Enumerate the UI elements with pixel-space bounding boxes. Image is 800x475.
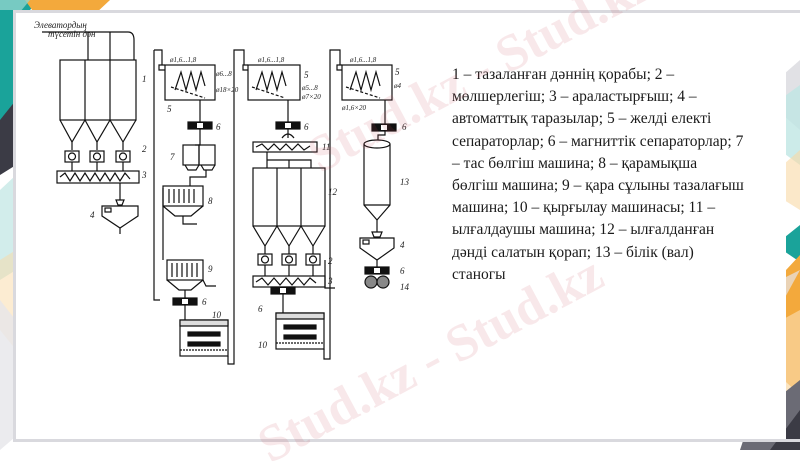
clean-grain-bins-1 — [59, 59, 137, 150]
svg-text:ø5...8: ø5...8 — [301, 84, 318, 92]
svg-text:ø1,6...1,8: ø1,6...1,8 — [169, 56, 197, 64]
svg-text:14: 14 — [400, 282, 410, 292]
svg-text:6: 6 — [202, 297, 207, 307]
svg-text:1: 1 — [142, 74, 147, 84]
svg-text:3: 3 — [327, 276, 333, 286]
svg-text:2: 2 — [328, 256, 333, 266]
svg-text:11: 11 — [322, 142, 330, 152]
svg-text:ø1,6...1,8: ø1,6...1,8 — [349, 56, 377, 64]
svg-text:ø18×20: ø18×20 — [215, 86, 239, 94]
grain-processing-flow-diagram: Элеватордың түсетін дән 1 2 3 4 ø1,6...1… — [34, 20, 410, 365]
svg-text:2: 2 — [142, 144, 147, 154]
svg-text:10: 10 — [258, 340, 268, 350]
svg-text:4: 4 — [90, 210, 95, 220]
svg-text:ø1,6×20: ø1,6×20 — [341, 104, 366, 112]
source-label-line1: Элеватордың — [34, 20, 87, 30]
slide-content-area — [16, 13, 786, 439]
svg-text:ø7×20: ø7×20 — [301, 93, 321, 101]
source-label-line2: түсетін дән — [48, 29, 96, 39]
slide-frame — [13, 10, 800, 442]
svg-text:5: 5 — [304, 70, 309, 80]
svg-text:5: 5 — [167, 104, 172, 114]
svg-text:6: 6 — [304, 122, 309, 132]
svg-text:5: 5 — [395, 67, 400, 77]
svg-text:6: 6 — [402, 122, 407, 132]
svg-text:7: 7 — [170, 152, 175, 162]
dark-triangle-decoration — [0, 100, 16, 175]
svg-text:ø1,6...1,8: ø1,6...1,8 — [257, 56, 285, 64]
svg-text:3: 3 — [141, 170, 147, 180]
svg-text:6: 6 — [258, 304, 263, 314]
svg-text:6: 6 — [216, 122, 221, 132]
svg-text:4: 4 — [400, 240, 405, 250]
svg-text:ø4: ø4 — [393, 82, 402, 90]
svg-text:12: 12 — [328, 187, 338, 197]
svg-text:8: 8 — [208, 196, 213, 206]
svg-text:9: 9 — [208, 264, 213, 274]
teal-right-triangle-decoration — [775, 225, 800, 262]
equipment-legend-text: 1 – тазаланған дәннің қорабы; 2 – мөлшер… — [452, 66, 744, 283]
svg-text:6: 6 — [400, 266, 405, 276]
svg-text:ø6...8: ø6...8 — [215, 70, 232, 78]
svg-text:13: 13 — [400, 177, 410, 187]
svg-text:10: 10 — [212, 310, 222, 320]
